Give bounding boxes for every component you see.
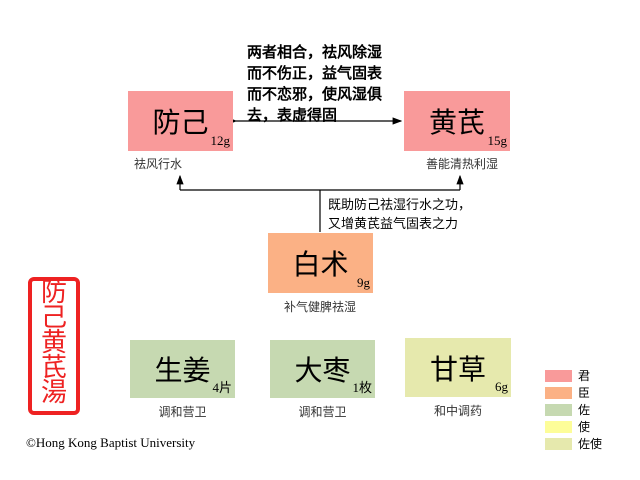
- note-line: 而不恋邪，使风湿俱: [247, 85, 383, 103]
- herb-name: 防己: [152, 106, 209, 139]
- legend-item: 使: [545, 418, 590, 435]
- copyright-text: ©Hong Kong Baptist University: [26, 435, 196, 450]
- herb-dose: 9g: [357, 275, 370, 290]
- legend-label: 佐: [578, 403, 591, 417]
- legend-swatch: [545, 403, 572, 416]
- legend-swatch: [545, 420, 572, 433]
- herb-dose: 4片: [212, 380, 232, 395]
- formula-seal: 防己黄芪湯: [28, 277, 80, 415]
- legend-swatch: [545, 386, 572, 399]
- herb-name: 白术: [292, 248, 349, 281]
- legend-label: 君: [578, 369, 591, 383]
- legend-label: 臣: [578, 386, 591, 400]
- baizhu-note: 既助防己祛湿行水之功， 又增黄芪益气固表之力: [328, 196, 471, 234]
- herb-effect: 调和营卫: [298, 405, 347, 419]
- note-line: 而不伤正，益气固表: [247, 64, 383, 82]
- note-line: 去，表虚得固: [247, 106, 338, 124]
- herb-effect: 调和营卫: [158, 405, 207, 419]
- herb-dose: 12g: [210, 133, 231, 148]
- herb-box-baizhu: 白术 9g: [268, 233, 373, 293]
- herb-effect: 善能清热利湿: [425, 157, 498, 171]
- herb-name: 黄芪: [428, 106, 485, 139]
- herb-name: 甘草: [429, 352, 486, 386]
- seal-text: 防己黄芪湯: [40, 278, 67, 408]
- note-line: 既助防己祛湿行水之功，: [328, 198, 472, 213]
- herb-box-gancao: 甘草 6g: [405, 338, 511, 397]
- legend-label: 使: [578, 420, 591, 434]
- herb-dose: 6g: [495, 379, 508, 394]
- herb-dose: 15g: [487, 133, 508, 148]
- herb-effect: 和中调药: [433, 404, 482, 418]
- legend-item: 臣: [545, 384, 590, 401]
- herb-effect: 补气健脾祛湿: [283, 300, 356, 314]
- legend-item: 佐使: [545, 435, 602, 452]
- synergy-note: 两者相合，祛风除湿 而不伤正，益气固表 而不恋邪，使风湿俱 去，表虚得固: [247, 42, 382, 126]
- note-line: 两者相合，祛风除湿: [247, 43, 383, 61]
- legend-label: 佐使: [578, 437, 603, 451]
- herb-effect: 祛风行水: [133, 157, 182, 171]
- note-line: 又增黄芪益气固表之力: [328, 217, 459, 232]
- herb-dose: 1枚: [352, 380, 372, 395]
- legend-swatch: [545, 369, 572, 382]
- legend-item: 君: [545, 367, 590, 384]
- legend-swatch: [545, 437, 572, 450]
- herb-name: 大枣: [294, 354, 351, 387]
- herb-name: 生姜: [154, 354, 211, 387]
- legend-item: 佐: [545, 401, 590, 418]
